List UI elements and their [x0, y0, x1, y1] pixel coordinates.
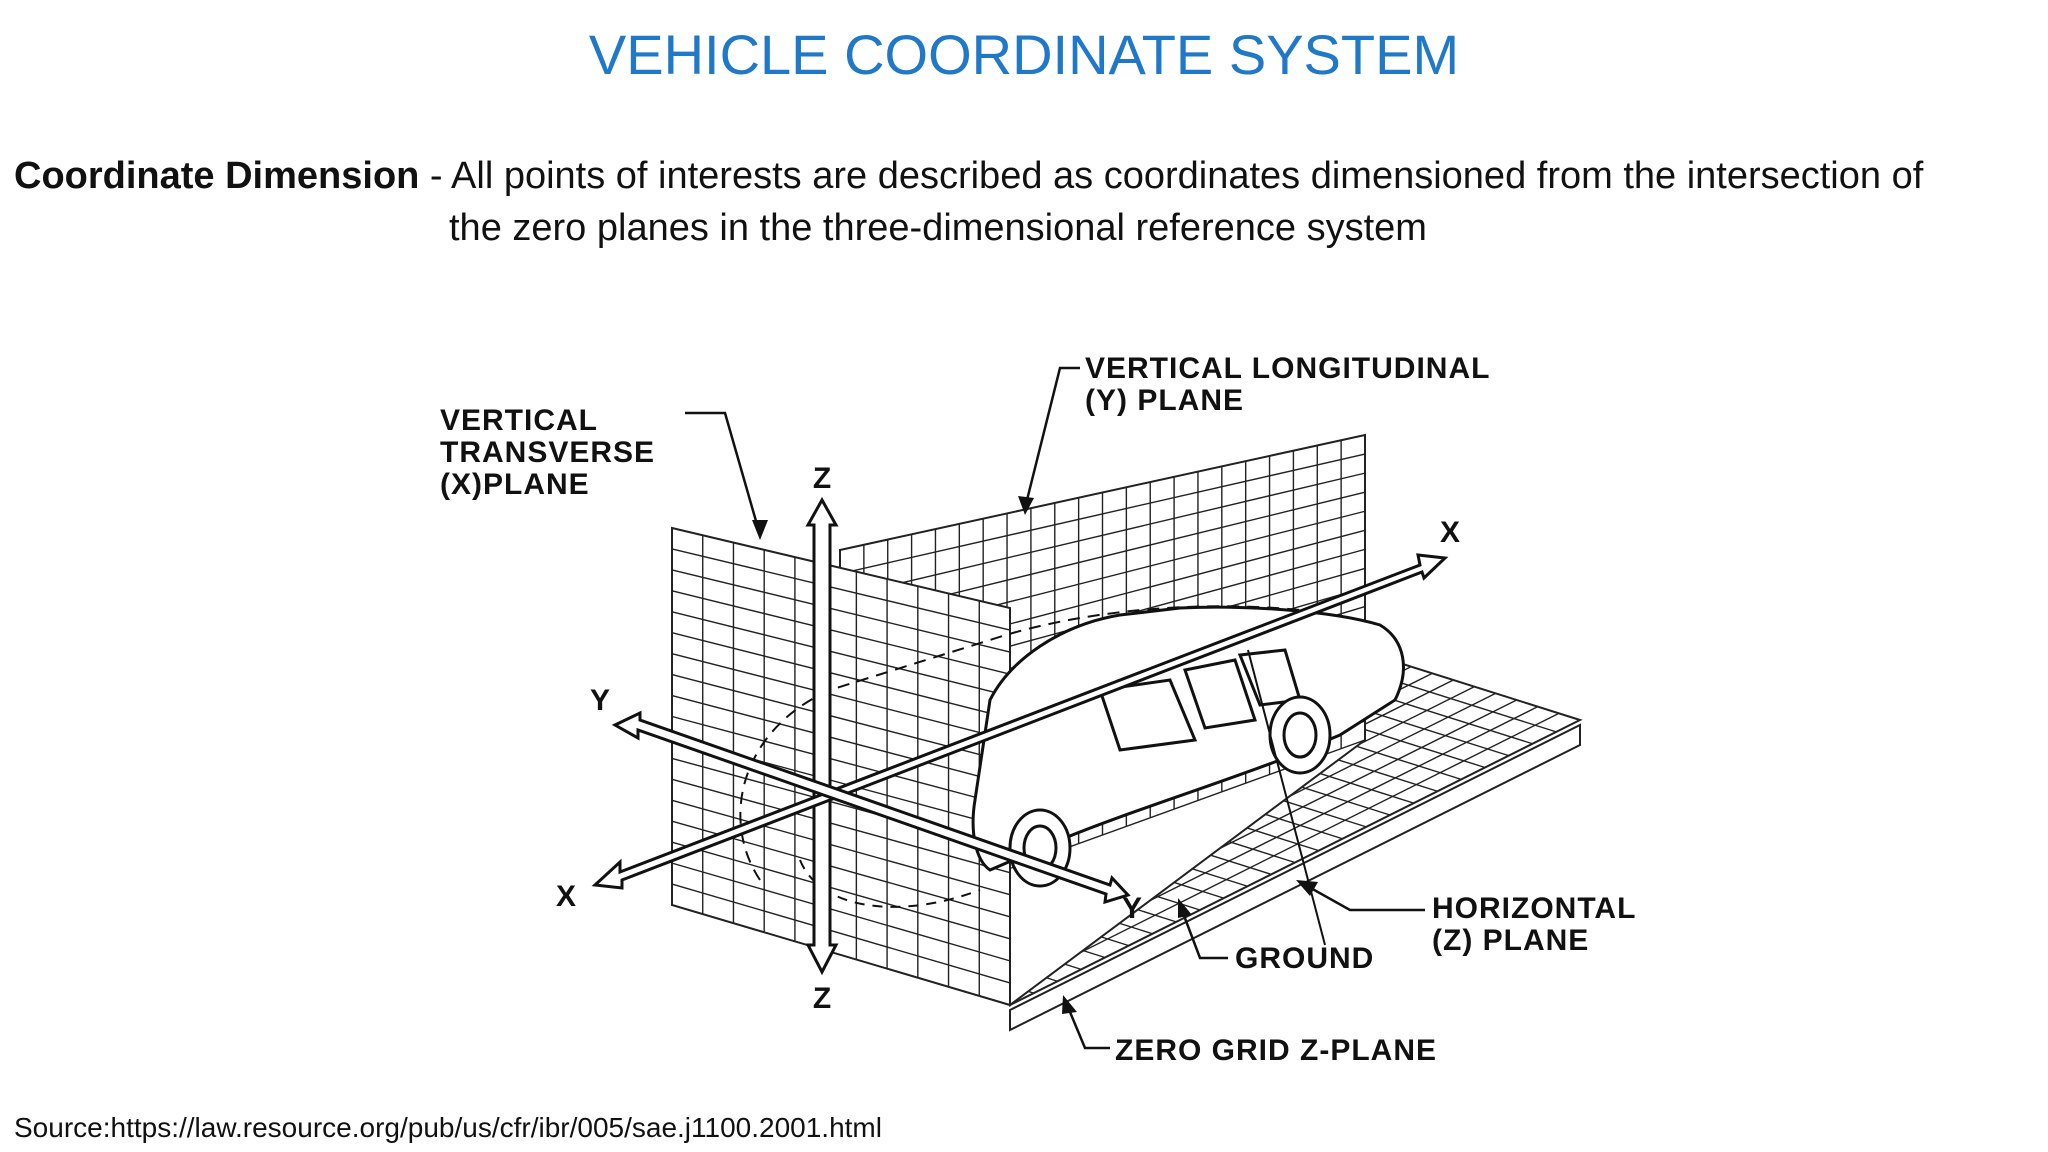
axis-z-bottom-label: Z — [813, 982, 831, 1015]
grid-line — [671, 883, 1011, 984]
vertical-line-ground — [1247, 649, 1326, 946]
description-line2: the zero planes in the three-dimensional… — [449, 207, 1427, 249]
label-vertical-longitudinal-2: (Y) PLANE — [1085, 384, 1244, 417]
axis-y-left-label: Y — [590, 684, 610, 717]
grid-line — [671, 611, 1011, 697]
grid-line — [839, 453, 1366, 575]
leader-arrowheads — [752, 496, 1318, 1014]
label-horizontal-2: (Z) PLANE — [1432, 924, 1589, 957]
description-line1: - All points of interests are described … — [419, 155, 1924, 197]
grid-line — [671, 841, 1011, 940]
axis-z-top-label: Z — [813, 462, 831, 495]
label-vertical-longitudinal-1: VERTICAL LONGITUDINAL — [1085, 352, 1490, 385]
grid-line — [671, 590, 1011, 675]
label-vertical-transverse-1: VERTICAL — [440, 404, 598, 437]
label-horizontal-1: HORIZONTAL — [1432, 892, 1636, 925]
grid-line — [671, 569, 1011, 653]
zero-grid-plane — [1009, 723, 1581, 1032]
vertical-transverse-plane — [671, 526, 1011, 1007]
description: Coordinate Dimension - All points of int… — [14, 150, 2034, 254]
leader-lines — [685, 366, 1425, 1050]
z-axis — [805, 496, 839, 976]
grid-line — [671, 652, 1011, 742]
label-vertical-transverse-2: TRANSVERSE — [440, 436, 655, 469]
grid-line — [1389, 659, 1581, 721]
axis-x-left-label: X — [556, 880, 576, 913]
source-citation: Source:https://law.resource.org/pub/us/c… — [14, 1112, 882, 1143]
grid-line — [671, 904, 1011, 1006]
grid-line — [1009, 719, 1581, 1006]
x-axis — [591, 553, 1449, 890]
label-ground: GROUND — [1235, 942, 1374, 975]
phantom-car-dashed — [739, 605, 1301, 881]
grid-line — [671, 632, 1011, 719]
grid-line — [671, 778, 1011, 874]
grid-line — [671, 799, 1011, 896]
axis-x-right-label: X — [1440, 516, 1460, 549]
grid-line — [671, 715, 1011, 808]
grid-line — [839, 472, 1366, 599]
axis-y-right-label: Y — [1122, 892, 1142, 925]
label-vertical-transverse-3: (X)PLANE — [440, 468, 590, 501]
grid-line — [671, 548, 1011, 631]
phantom-wheel-dashed — [799, 859, 981, 908]
y-axis — [611, 710, 1131, 905]
grid-line — [839, 434, 1366, 551]
grid-line — [671, 694, 1011, 786]
grid-line — [671, 862, 1011, 962]
page-title: VEHICLE COORDINATE SYSTEM — [588, 23, 1460, 86]
label-zero-grid: ZERO GRID Z-PLANE — [1115, 1034, 1437, 1067]
grid-line — [671, 527, 1011, 609]
description-lead: Coordinate Dimension — [14, 155, 420, 197]
